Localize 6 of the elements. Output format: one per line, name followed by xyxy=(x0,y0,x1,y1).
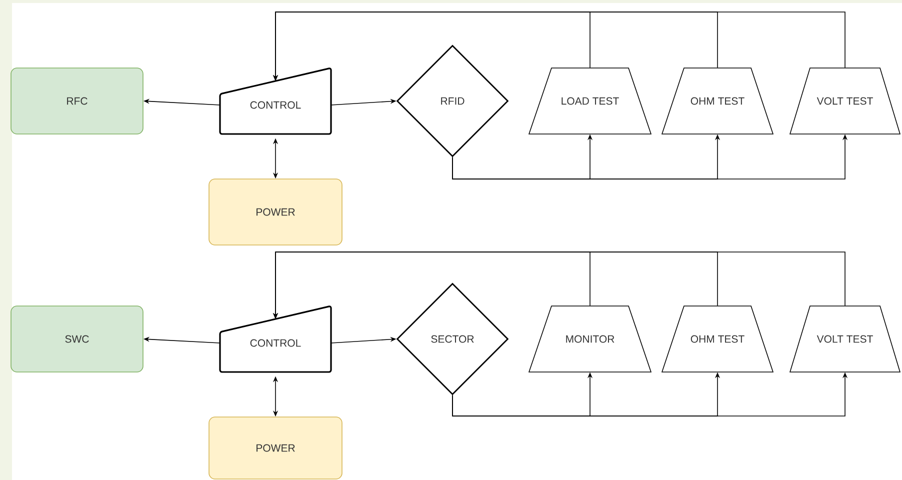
rounded-box: POWER xyxy=(208,178,342,246)
rounded-box: RFC xyxy=(10,68,144,134)
rounded-box: POWER xyxy=(208,416,342,480)
control-block: CONTROL xyxy=(219,306,332,373)
control-block: CONTROL xyxy=(219,68,332,135)
rounded-box: SWC xyxy=(10,306,144,372)
